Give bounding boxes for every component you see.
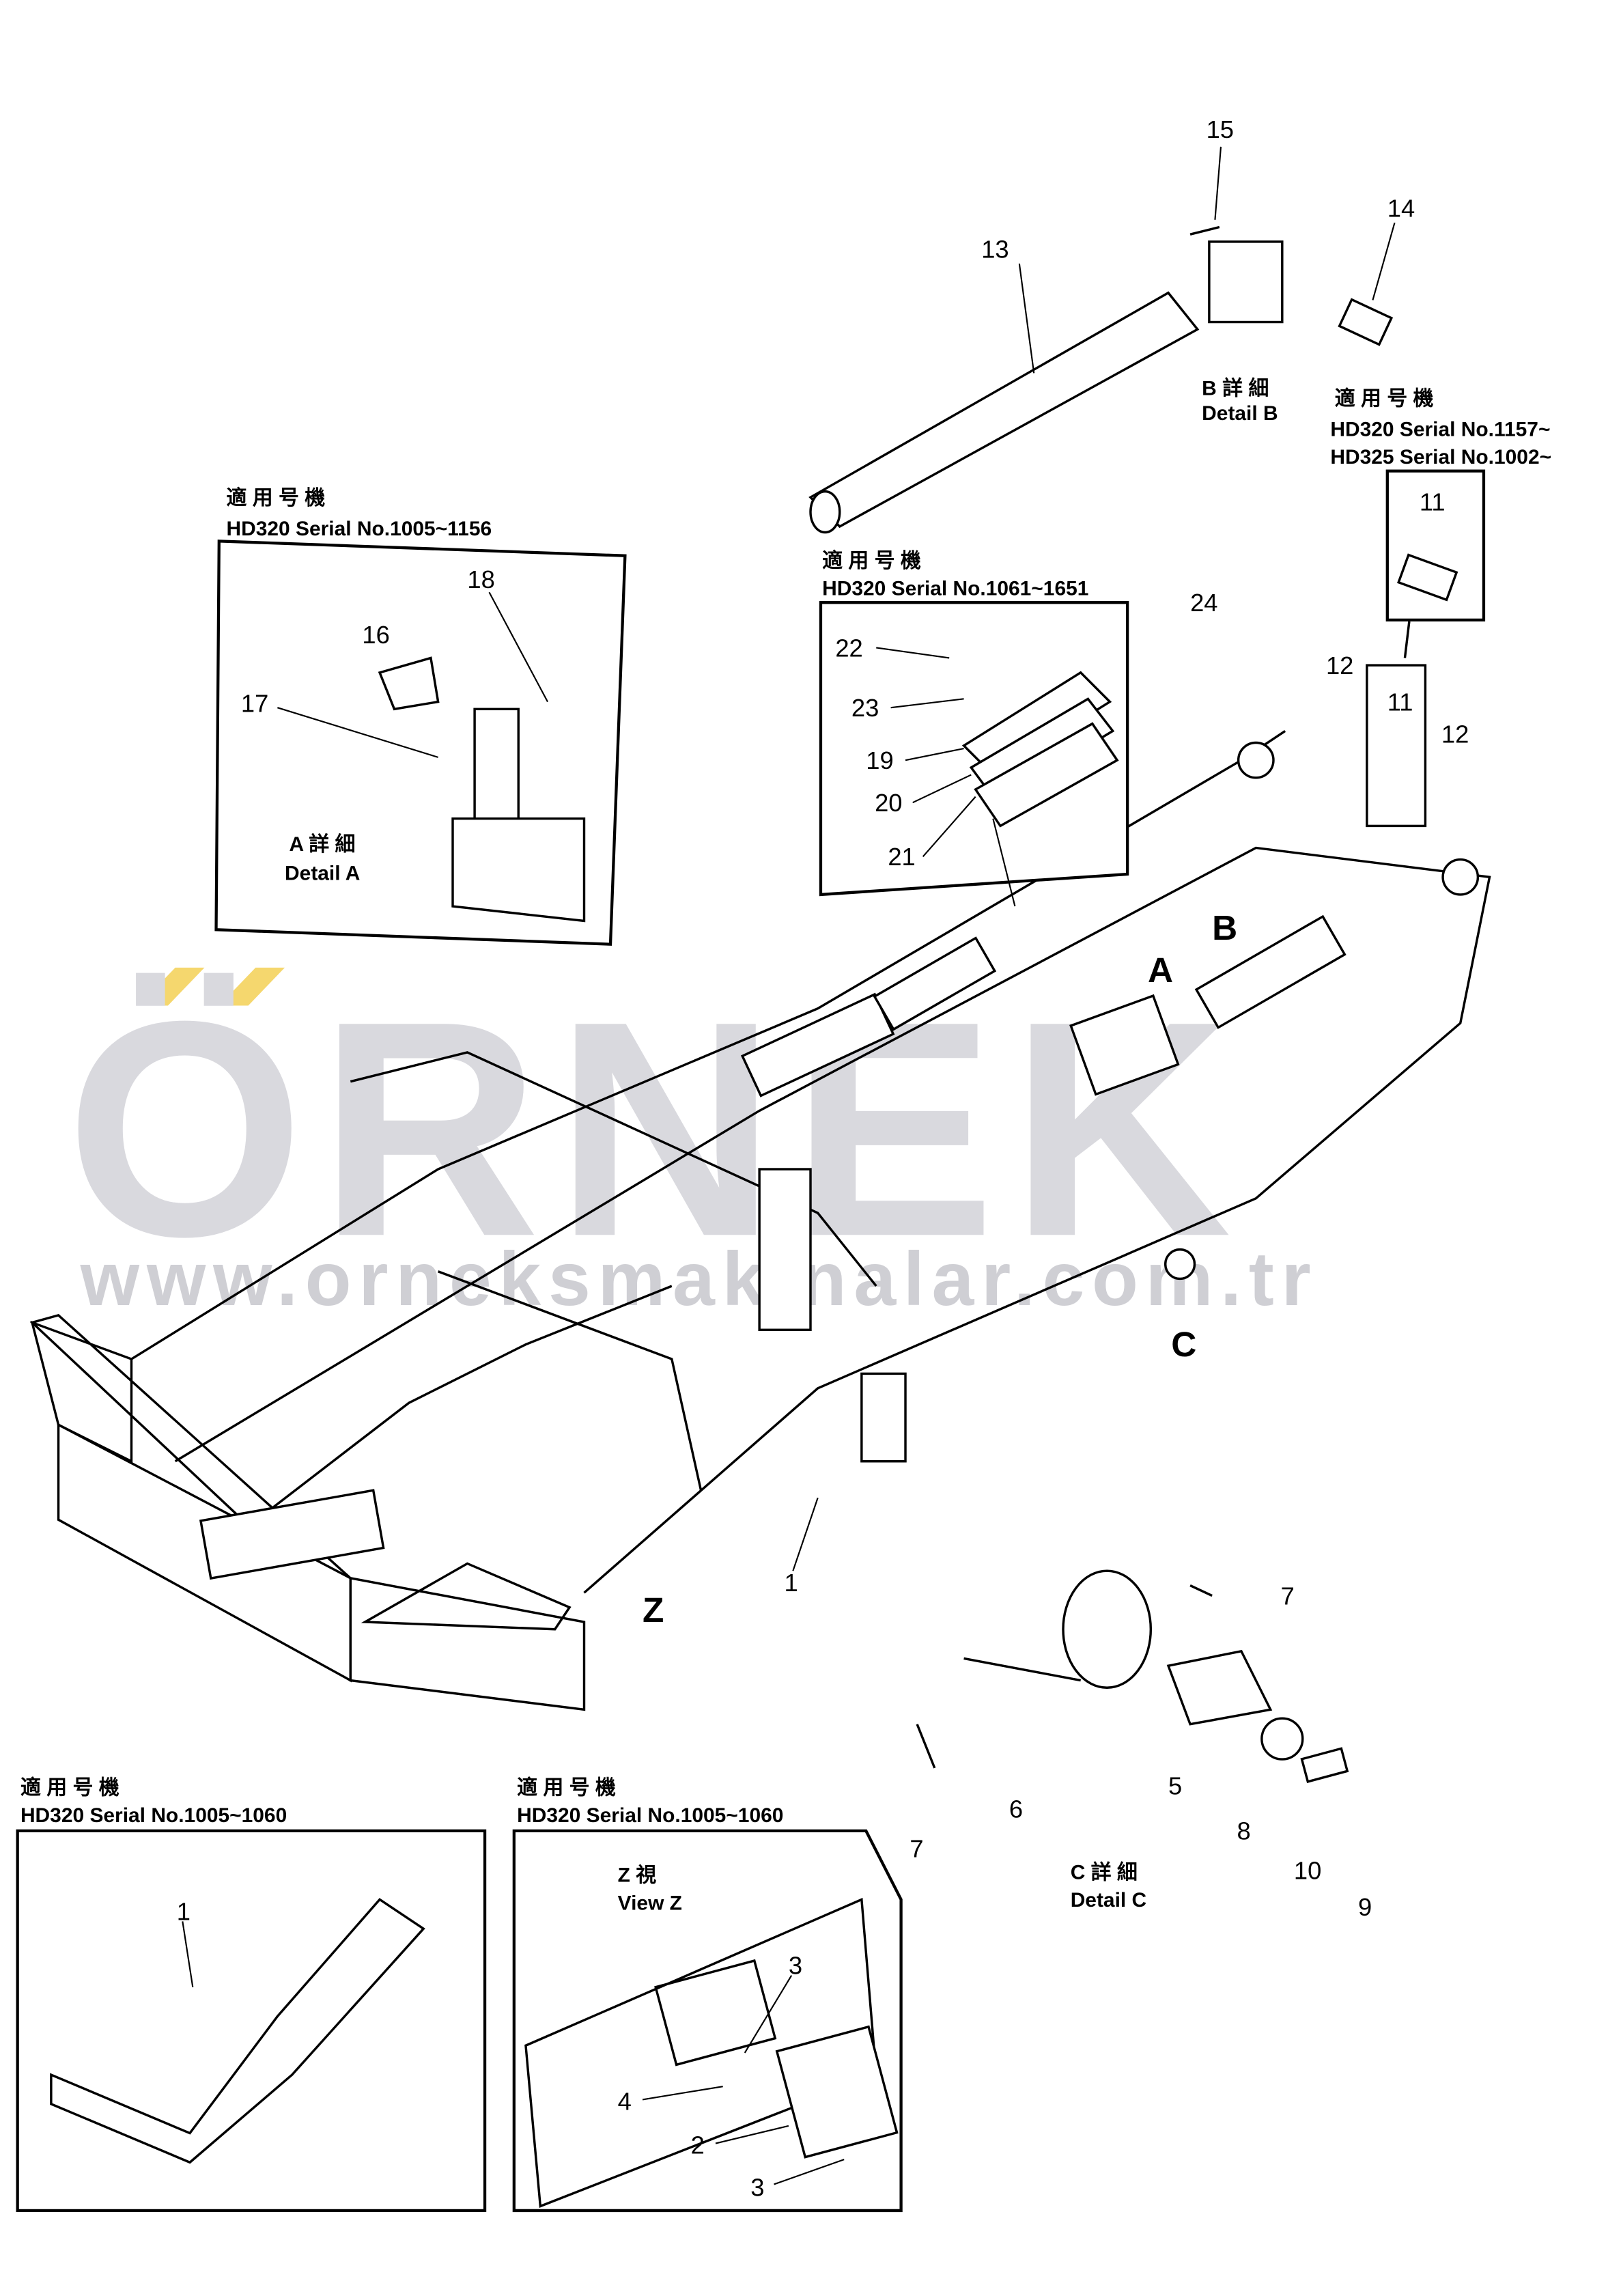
view-marker-a: A xyxy=(1148,951,1173,990)
view-z-title-jp: Z 視 xyxy=(618,1864,657,1887)
callout-3: 3 xyxy=(789,1951,802,1979)
detail-b-serial-2: HD325 Serial No.1002~ xyxy=(1330,446,1551,468)
watermark-accent xyxy=(219,967,285,1006)
callout-8: 8 xyxy=(1237,1817,1251,1845)
view-marker-z: Z xyxy=(643,1591,664,1629)
callout-20: 20 xyxy=(875,789,902,817)
overview-inset: 適 用 号 機 HD320 Serial No.1005~1060 xyxy=(16,1776,487,2213)
callout-19: 19 xyxy=(866,746,893,774)
callout-12: 12 xyxy=(1326,652,1353,680)
detail-c-group: C 詳 細 Detail C xyxy=(916,1569,1349,1912)
callouts: 15 14 13 24 12 11 11 12 22 23 19 20 21 1… xyxy=(177,115,1469,2201)
detail-b-applicability: 適 用 号 機 xyxy=(1335,387,1434,410)
detail-a-title-en: Detail A xyxy=(285,863,360,885)
callout-23: 23 xyxy=(851,694,879,722)
callout-18: 18 xyxy=(467,565,494,593)
overview-serial: HD320 Serial No.1005~1060 xyxy=(20,1804,287,1827)
callout-7: 7 xyxy=(1281,1582,1295,1610)
view-z-title-en: View Z xyxy=(618,1892,682,1914)
detail-c-title-en: Detail C xyxy=(1071,1889,1146,1912)
detail-b-group: B 詳 細 Detail B 適 用 号 機 HD320 Serial No.1… xyxy=(808,146,1551,828)
callout-7: 7 xyxy=(910,1834,923,1862)
callout-16: 16 xyxy=(362,621,389,649)
callout-10: 10 xyxy=(1294,1856,1321,1884)
callout-14: 14 xyxy=(1387,195,1415,223)
detail-a-serial: HD320 Serial No.1005~1156 xyxy=(227,518,492,540)
detail-a-applicability: 適 用 号 機 xyxy=(227,486,326,509)
main-frame xyxy=(29,729,1491,1711)
view-marker-c: C xyxy=(1171,1325,1196,1364)
view-marker-b: B xyxy=(1212,908,1237,947)
detail-b-serial-1: HD320 Serial No.1157~ xyxy=(1330,418,1550,440)
view-z-inset: 適 用 号 機 HD320 Serial No.1005~1060 Z 視 Vi… xyxy=(512,1776,903,2213)
overview-applicability: 適 用 号 機 xyxy=(20,1776,119,1799)
detail-b-title-jp: B 詳 細 xyxy=(1202,376,1269,400)
view-z-serial: HD320 Serial No.1005~1060 xyxy=(517,1804,783,1827)
shim-applicability: 適 用 号 機 xyxy=(822,549,921,572)
view-z-applicability: 適 用 号 機 xyxy=(517,1776,616,1799)
watermark-accent xyxy=(139,967,205,1006)
callout-4: 4 xyxy=(618,2087,632,2115)
callout-22: 22 xyxy=(835,634,862,662)
callout-6: 6 xyxy=(1009,1795,1023,1823)
callout-17: 17 xyxy=(241,690,268,718)
callout-24: 24 xyxy=(1190,589,1217,617)
callout-13: 13 xyxy=(981,235,1009,263)
callout-1: 1 xyxy=(177,1897,191,1925)
shim-detail-inset: 適 用 号 機 HD320 Serial No.1061~1651 xyxy=(819,549,1129,907)
detail-b-title-en: Detail B xyxy=(1202,402,1278,425)
callout-11: 11 xyxy=(1387,688,1413,716)
detail-a-title-jp: A 詳 細 xyxy=(289,832,355,856)
watermark-brand: ÖRNEK xyxy=(66,957,1246,1300)
callout-1: 1 xyxy=(785,1569,798,1597)
watermark-url: www.orneksmakinalar.com.tr xyxy=(80,1236,1319,1321)
callout-9: 9 xyxy=(1358,1893,1372,1921)
callout-12: 12 xyxy=(1441,720,1469,748)
callout-15: 15 xyxy=(1207,115,1234,143)
callout-5: 5 xyxy=(1168,1772,1182,1800)
callout-3: 3 xyxy=(750,2174,764,2202)
detail-c-title-jp: C 詳 細 xyxy=(1071,1860,1138,1884)
callout-2: 2 xyxy=(691,2131,705,2159)
callout-21: 21 xyxy=(888,843,915,871)
shim-serial: HD320 Serial No.1061~1651 xyxy=(822,577,1088,600)
callout-11: 11 xyxy=(1420,488,1446,516)
watermark: ÖRNEK www.orneksmakinalar.com.tr xyxy=(66,957,1319,1321)
detail-a-inset: 適 用 号 機 HD320 Serial No.1005~1156 A 詳 細 … xyxy=(214,486,627,946)
